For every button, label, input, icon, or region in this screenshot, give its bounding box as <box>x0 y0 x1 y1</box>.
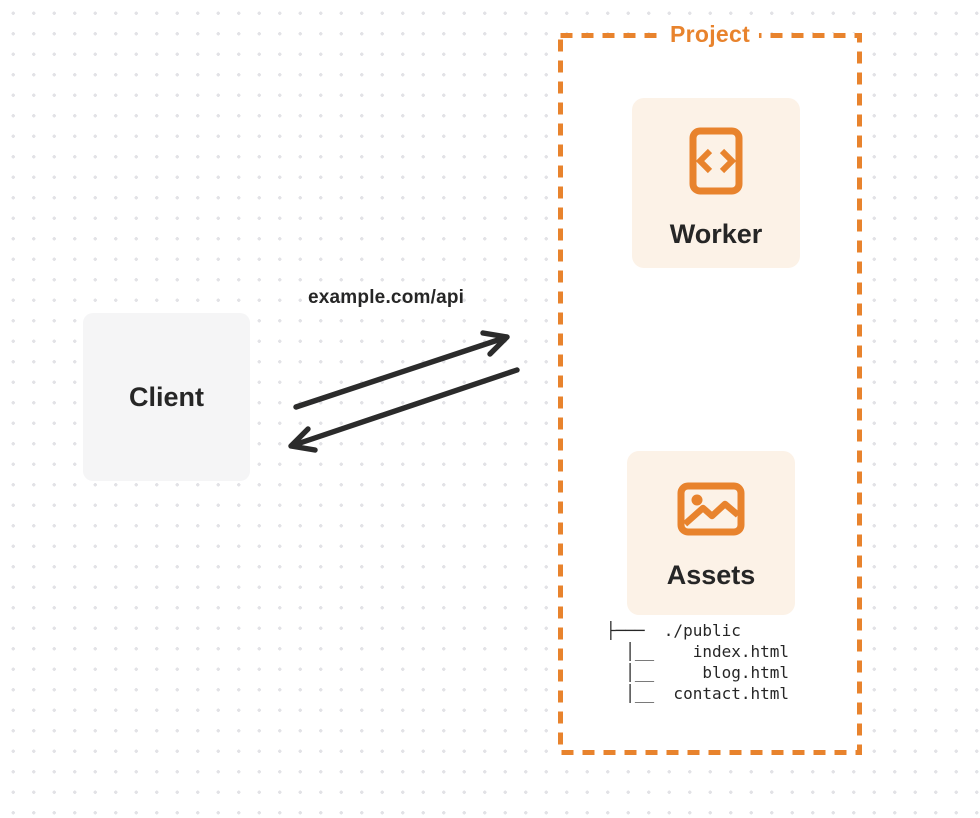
image-icon <box>677 482 745 536</box>
code-file-icon <box>689 127 743 195</box>
client-node: Client <box>83 313 250 481</box>
project-label: Project <box>660 21 760 47</box>
worker-node: Worker <box>632 98 800 268</box>
assets-label: Assets <box>666 560 756 590</box>
request-arrow <box>293 330 510 410</box>
assets-node: Assets <box>627 451 795 615</box>
response-arrow <box>288 367 520 453</box>
assets-file-tree: ├─── ./public │__ index.html │__ blog.ht… <box>606 621 790 703</box>
client-label: Client <box>128 381 204 412</box>
project-boundary: Project Worker Assets ├─── ./public │__ … <box>558 21 862 755</box>
worker-label: Worker <box>669 219 763 249</box>
request-url-label: example.com/api <box>308 287 465 308</box>
